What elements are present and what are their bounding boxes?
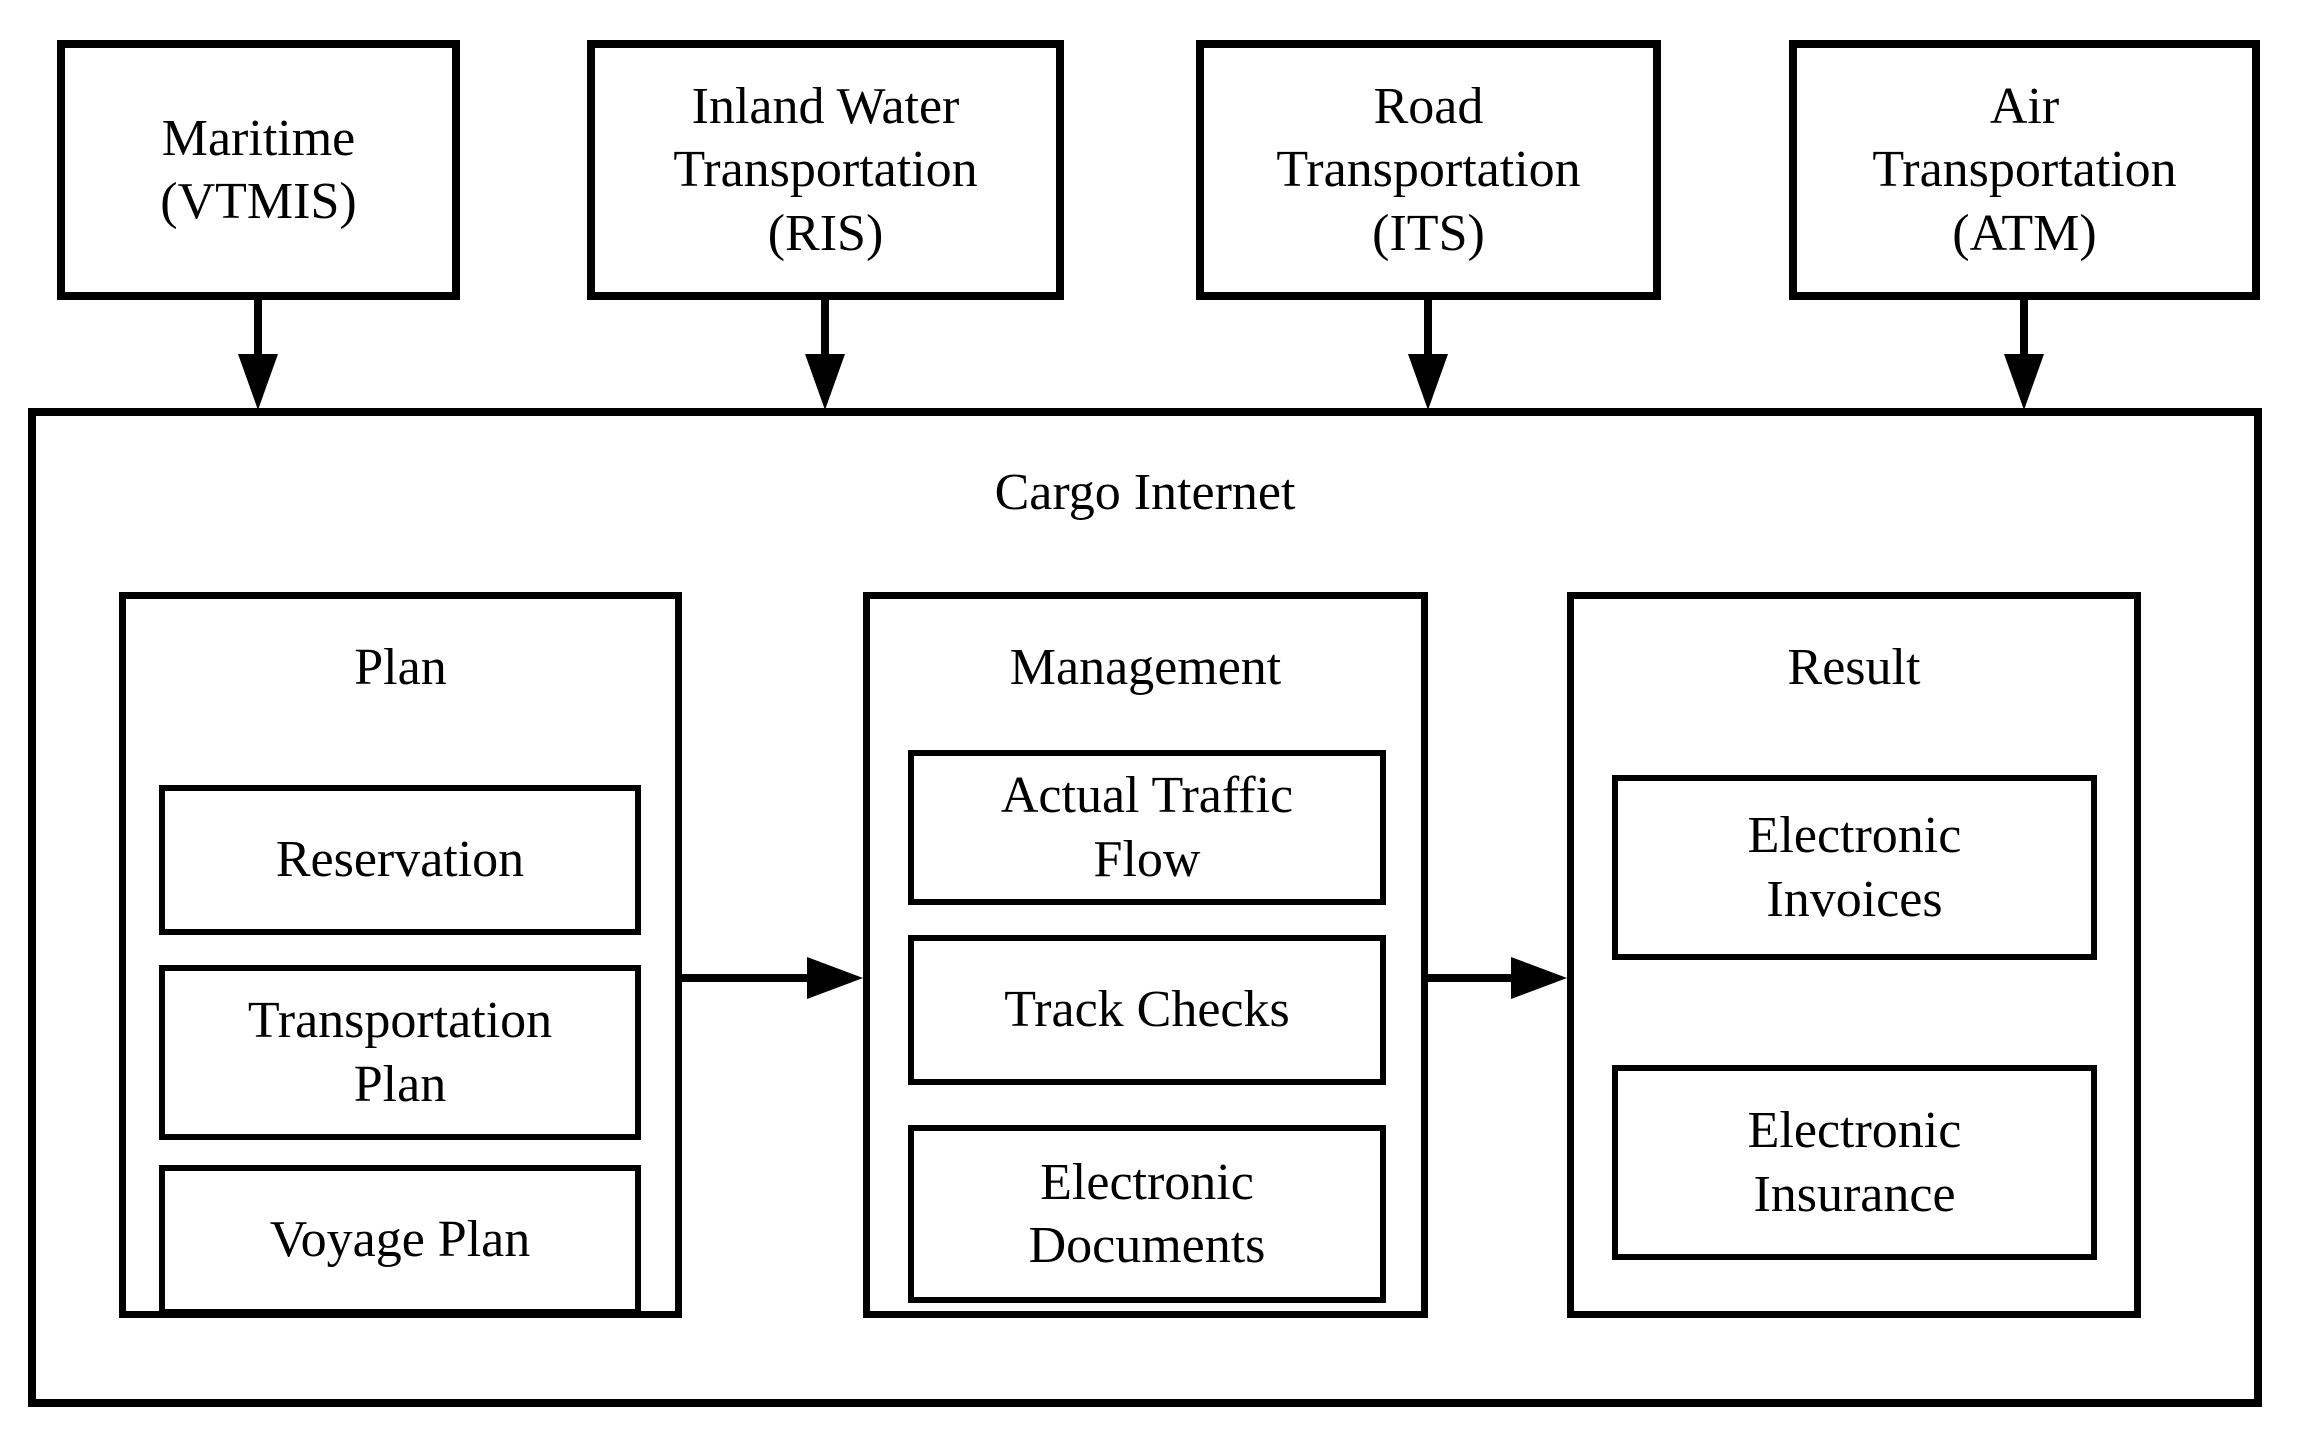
down-arrow-stem-road: [1424, 300, 1432, 362]
container-title: Cargo Internet: [994, 464, 1296, 521]
source-label-maritime: Maritime (VTMIS): [160, 109, 357, 230]
down-arrow-icon-road: [1408, 354, 1448, 410]
down-arrow-stem-air: [2020, 300, 2028, 362]
item-label-track-checks: Track Checks: [1004, 981, 1290, 1039]
source-box-maritime: Maritime (VTMIS): [57, 40, 460, 300]
source-box-road: Road Transportation (ITS): [1196, 40, 1661, 300]
item-label-voyage-plan: Voyage Plan: [269, 1211, 531, 1269]
column-header-plan: Plan: [354, 639, 447, 696]
source-box-inland-water: Inland Water Transportation (RIS): [587, 40, 1064, 300]
item-label-transportation-plan: Transportation Plan: [247, 992, 553, 1113]
item-box-transportation-plan: Transportation Plan: [159, 965, 641, 1140]
down-arrow-icon-inland-water: [805, 354, 845, 410]
down-arrow-stem-inland-water: [821, 300, 829, 362]
item-box-voyage-plan: Voyage Plan: [159, 1165, 641, 1315]
source-label-road: Road Transportation (ITS): [1276, 77, 1581, 262]
source-box-air: Air Transportation (ATM): [1789, 40, 2260, 300]
item-label-electronic-documents: Electronic Documents: [1028, 1153, 1266, 1274]
item-box-electronic-documents: Electronic Documents: [908, 1125, 1386, 1303]
down-arrow-stem-maritime: [254, 300, 262, 362]
right-arrow-icon-management-to-result: [1511, 957, 1567, 999]
item-box-actual-traffic-flow: Actual Traffic Flow: [908, 750, 1386, 905]
column-header-management: Management: [1009, 639, 1282, 696]
down-arrow-icon-maritime: [238, 354, 278, 410]
right-arrow-stem-management-to-result: [1428, 974, 1518, 982]
right-arrow-stem-plan-to-management: [682, 974, 814, 982]
item-label-actual-traffic-flow: Actual Traffic Flow: [1000, 767, 1294, 888]
item-box-reservation: Reservation: [159, 785, 641, 935]
right-arrow-icon-plan-to-management: [807, 957, 863, 999]
item-box-electronic-insurance: Electronic Insurance: [1612, 1065, 2097, 1260]
item-label-reservation: Reservation: [275, 831, 525, 889]
source-label-inland-water: Inland Water Transportation (RIS): [673, 77, 978, 262]
item-box-electronic-invoices: Electronic Invoices: [1612, 775, 2097, 960]
item-box-track-checks: Track Checks: [908, 935, 1386, 1085]
down-arrow-icon-air: [2004, 354, 2044, 410]
column-header-result: Result: [1787, 639, 1921, 696]
item-label-electronic-invoices: Electronic Invoices: [1747, 807, 1962, 928]
source-label-air: Air Transportation (ATM): [1872, 77, 2177, 262]
item-label-electronic-insurance: Electronic Insurance: [1747, 1102, 1962, 1223]
